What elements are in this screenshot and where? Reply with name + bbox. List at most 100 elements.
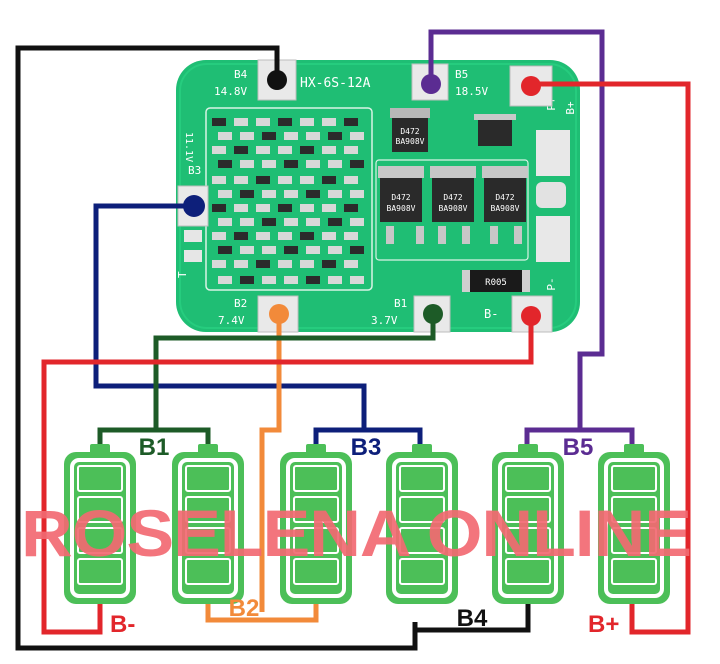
pad-label-b-plus: B+ [564, 101, 577, 115]
smd-component [262, 218, 276, 226]
wire-b1 [153, 314, 436, 430]
smd-component [256, 176, 270, 184]
smd-component [284, 246, 298, 254]
pad-voltage-b5: 18.5V [455, 85, 488, 98]
pad-dot-b-plus [521, 76, 541, 96]
smd-component [284, 160, 298, 168]
mosfet-label: D472 [391, 193, 410, 202]
smd-component [278, 176, 292, 184]
smd-component [234, 118, 248, 126]
battery-cell [492, 444, 564, 604]
smd-component [328, 132, 342, 140]
smd-component [256, 232, 270, 240]
group-label-b-minus: B- [110, 611, 135, 638]
smd-component [344, 204, 358, 212]
smd-component [306, 132, 320, 140]
smd-component [350, 276, 364, 284]
smd-component [218, 160, 232, 168]
wire-b4-bridge [412, 600, 531, 633]
smd-component [256, 260, 270, 268]
smd-component [306, 246, 320, 254]
mosfet-label: BA908V [396, 137, 425, 146]
mosfet-label: BA908V [491, 204, 520, 213]
pad-label-p-minus: P- [545, 277, 558, 290]
smd-component [234, 260, 248, 268]
smd-component [350, 132, 364, 140]
mosfet-label: BA908V [387, 204, 416, 213]
wire-b1-bridge [97, 427, 211, 444]
pad-dot-b-minus [521, 306, 541, 326]
smd-component [218, 218, 232, 226]
left-pads [184, 230, 202, 262]
group-label-b1: B1 [139, 434, 170, 461]
board-model: HX-6S-12A [300, 76, 371, 91]
smd-component [234, 176, 248, 184]
smd-component [212, 204, 226, 212]
battery-cells [64, 444, 670, 604]
smd-component [278, 232, 292, 240]
smd-component [300, 118, 314, 126]
smd-component [240, 132, 254, 140]
smd-component [212, 118, 226, 126]
smd-component [328, 246, 342, 254]
smd-component [262, 132, 276, 140]
group-label-b4: B4 [457, 605, 488, 632]
smd-component [306, 218, 320, 226]
wire-b5 [428, 29, 605, 430]
pad-dot-b4 [267, 70, 287, 90]
mosfet-top: D472 BA908V [390, 108, 430, 152]
smd-component [234, 146, 248, 154]
battery-cell [598, 444, 670, 604]
smd-component [350, 218, 364, 226]
wire-b-minus [41, 316, 534, 635]
smd-component [218, 190, 232, 198]
smd-component [284, 276, 298, 284]
battery-cell [64, 444, 136, 604]
output-pads [536, 130, 570, 262]
smd-component [262, 246, 276, 254]
smd-component [322, 204, 336, 212]
pad-dot-b3 [183, 195, 205, 217]
group-label-b3: B3 [351, 434, 382, 461]
mosfet-label: D472 [443, 193, 462, 202]
smd-component [322, 118, 336, 126]
pad-voltage-b1: 3.7V [371, 314, 398, 327]
wire-b4 [15, 45, 418, 651]
wire-b-plus [531, 81, 691, 635]
smd-component [256, 204, 270, 212]
smd-component [278, 118, 292, 126]
smd-component [256, 118, 270, 126]
pad-label-b3: B3 [188, 164, 201, 177]
pad-label-b-minus: B- [484, 307, 498, 321]
mosfet-row: D472 BA908V D472 BA908V D472 BA908V [378, 166, 528, 244]
wire-b3 [93, 203, 367, 430]
smd-component [322, 232, 336, 240]
smd-component [240, 190, 254, 198]
shunt-resistor: R005 [462, 270, 530, 292]
smd-component [262, 190, 276, 198]
wire-b2 [259, 314, 282, 612]
pad-label-t: T [176, 271, 189, 278]
smd-component [284, 190, 298, 198]
smd-component [212, 176, 226, 184]
battery-cell [280, 444, 352, 604]
smd-component [278, 204, 292, 212]
smd-component [278, 146, 292, 154]
smd-component [218, 246, 232, 254]
smd-component [350, 190, 364, 198]
smd-component [234, 204, 248, 212]
pad-label-b5: B5 [455, 68, 468, 81]
smd-component [328, 160, 342, 168]
pad-voltage-b2: 7.4V [218, 314, 245, 327]
wire-b2-bridge [205, 604, 319, 623]
smd-component [234, 232, 248, 240]
mosfet-label: BA908V [439, 204, 468, 213]
smd-component [284, 132, 298, 140]
smd-component [278, 260, 292, 268]
group-label-b5: B5 [563, 434, 594, 461]
smd-component [344, 146, 358, 154]
pad-voltage-b3: 11.1V [183, 132, 194, 162]
battery-cell [172, 444, 244, 604]
wire-b3-bridge [313, 427, 423, 444]
